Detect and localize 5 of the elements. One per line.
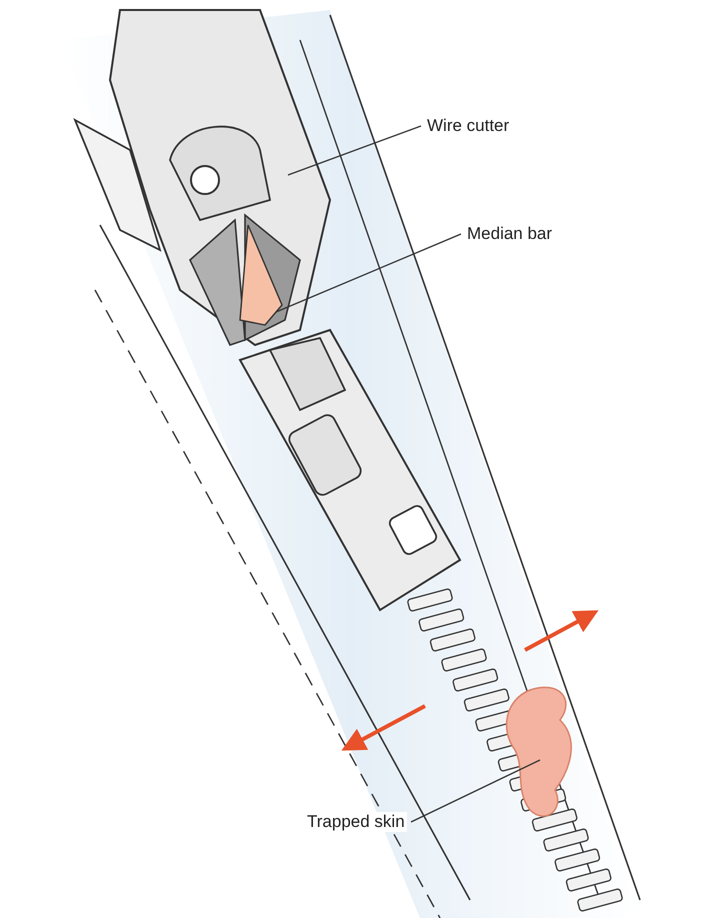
- skin-drawing: [506, 686, 572, 817]
- leader-line: [410, 759, 540, 823]
- part-label: Trapped skin: [305, 812, 407, 832]
- leader-line: [288, 125, 422, 176]
- wire-cutter-drawing: [73, 9, 332, 346]
